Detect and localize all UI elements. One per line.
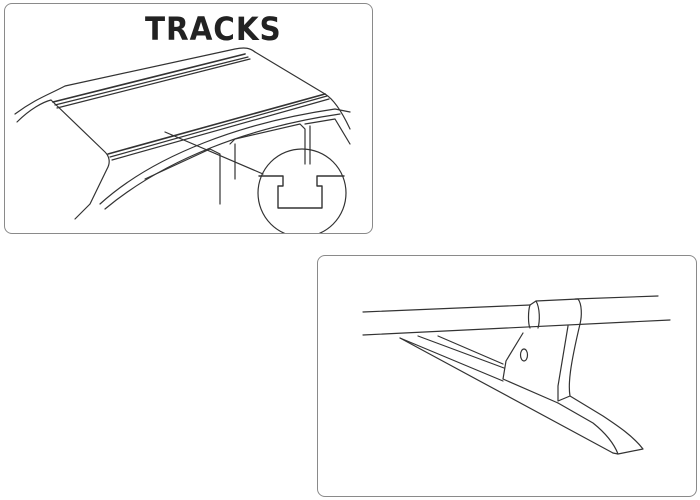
tracks-panel: TRACKS [4,3,373,234]
rack-panel [317,255,697,497]
car-roof-tracks-illustration [14,47,351,233]
crossbar-foot-illustration [362,295,671,455]
tracks-title: TRACKS [145,10,282,48]
